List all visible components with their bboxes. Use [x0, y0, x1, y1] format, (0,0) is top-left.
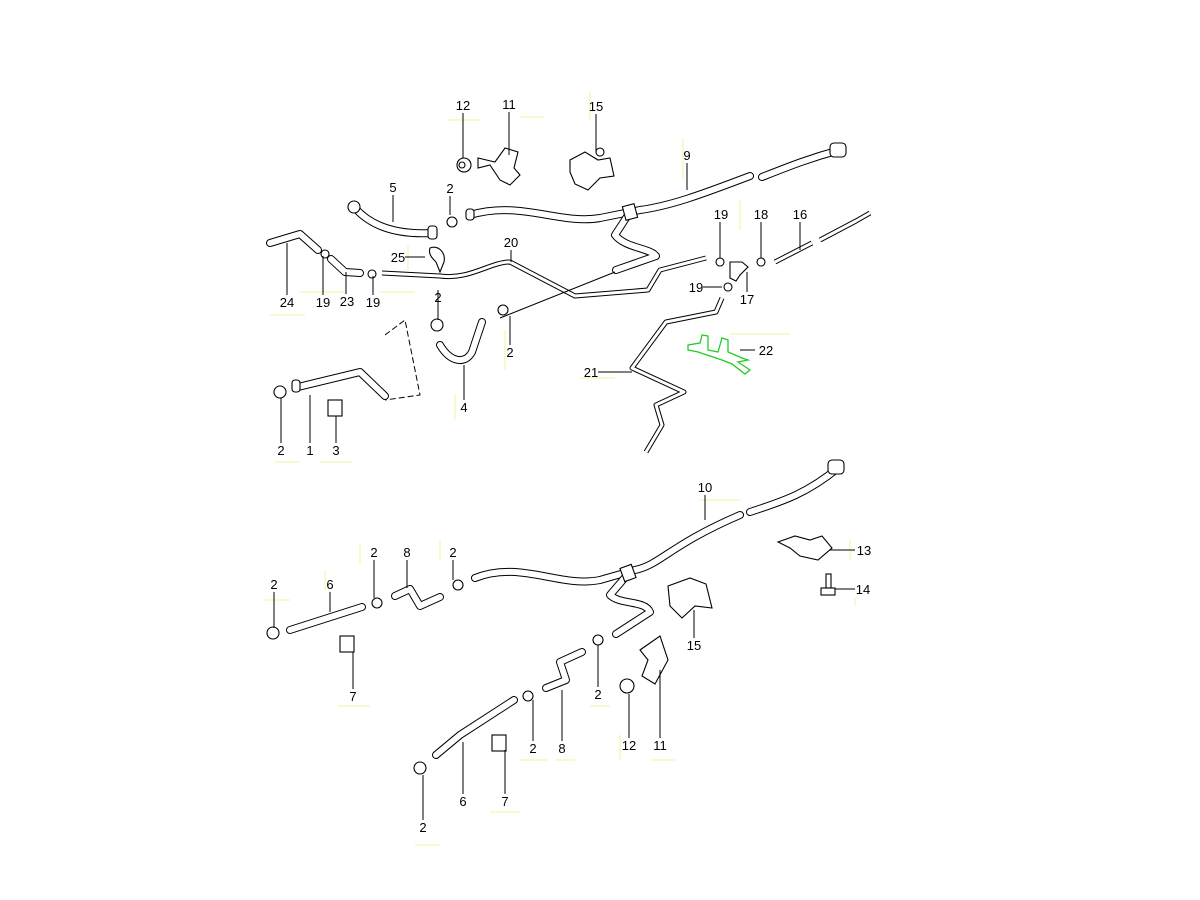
bolt-14[interactable]	[820, 573, 836, 596]
callout-11[interactable]: 11	[653, 738, 667, 753]
callout-19[interactable]: 19	[714, 207, 728, 222]
callout-3[interactable]: 3	[332, 443, 339, 458]
bracket-11-top[interactable]	[477, 147, 521, 186]
callout-labels: 12 11 15 9 5 2 19 18 16 20 25 24 19 23 1…	[270, 97, 871, 835]
callout-15[interactable]: 15	[589, 99, 603, 114]
bracket-22[interactable]	[687, 334, 752, 375]
callout-4[interactable]: 4	[460, 400, 467, 415]
callout-2[interactable]: 2	[370, 545, 377, 560]
callout-2[interactable]: 2	[594, 687, 601, 702]
hose-5[interactable]	[347, 200, 438, 240]
clips-bottom[interactable]	[339, 579, 604, 775]
bracket-15-bottom[interactable]	[667, 577, 713, 619]
hose-6-bottom[interactable]	[432, 696, 518, 759]
grommet-12-bottom[interactable]	[619, 678, 635, 694]
callout-2[interactable]: 2	[270, 577, 277, 592]
callout-8[interactable]: 8	[403, 545, 410, 560]
callout-15[interactable]: 15	[687, 638, 701, 653]
callout-2[interactable]: 2	[449, 545, 456, 560]
callout-2[interactable]: 2	[434, 290, 441, 305]
callout-2[interactable]: 2	[506, 345, 513, 360]
hose-23[interactable]	[327, 255, 364, 277]
hose-8-top[interactable]	[391, 585, 444, 610]
clips-top[interactable]	[320, 216, 766, 316]
leader-lines	[273, 112, 855, 820]
callout-19[interactable]: 19	[366, 295, 380, 310]
hose-6-left[interactable]	[266, 603, 366, 640]
callout-5[interactable]: 5	[389, 180, 396, 195]
hose-9[interactable]	[465, 142, 847, 274]
callout-18[interactable]: 18	[754, 207, 768, 222]
callout-21[interactable]: 21	[584, 365, 598, 380]
callout-23[interactable]: 23	[340, 294, 354, 309]
callout-2[interactable]: 2	[277, 443, 284, 458]
callout-6[interactable]: 6	[326, 577, 333, 592]
callout-1[interactable]: 1	[306, 443, 313, 458]
callout-12[interactable]: 12	[622, 738, 636, 753]
hose-24[interactable]	[266, 230, 322, 254]
callout-2[interactable]: 2	[446, 181, 453, 196]
clip-25[interactable]	[428, 246, 445, 274]
callout-14[interactable]: 14	[856, 582, 870, 597]
callout-7[interactable]: 7	[501, 794, 508, 809]
bracket-13[interactable]	[776, 535, 833, 561]
callout-9[interactable]: 9	[683, 148, 690, 163]
callout-2[interactable]: 2	[529, 741, 536, 756]
callout-19[interactable]: 19	[689, 280, 703, 295]
callout-12[interactable]: 12	[456, 98, 470, 113]
hose-10[interactable]	[471, 459, 845, 638]
bracket-15-top[interactable]	[569, 147, 615, 191]
callout-19[interactable]: 19	[316, 295, 330, 310]
connector-17[interactable]	[729, 261, 749, 282]
grommet-12-top[interactable]	[456, 157, 472, 173]
callout-16[interactable]: 16	[793, 207, 807, 222]
callout-6[interactable]: 6	[459, 794, 466, 809]
callout-8[interactable]: 8	[558, 741, 565, 756]
bracket-11-bottom[interactable]	[639, 635, 669, 685]
callout-17[interactable]: 17	[740, 292, 754, 307]
hose-8-bottom[interactable]	[542, 648, 586, 692]
callout-11[interactable]: 11	[502, 97, 516, 112]
callout-22[interactable]: 22	[759, 343, 773, 358]
callout-10[interactable]: 10	[698, 480, 712, 495]
callout-13[interactable]: 13	[857, 543, 871, 558]
hose-1[interactable]	[273, 319, 421, 417]
callout-20[interactable]: 20	[504, 235, 518, 250]
hose-4[interactable]	[430, 318, 486, 364]
hose-16[interactable]	[773, 210, 872, 265]
callout-7[interactable]: 7	[349, 689, 356, 704]
callout-24[interactable]: 24	[280, 295, 294, 310]
callout-25[interactable]: 25	[391, 250, 405, 265]
pipe-20[interactable]	[381, 255, 707, 319]
callout-2[interactable]: 2	[419, 820, 426, 835]
pipe-21[interactable]	[629, 297, 725, 454]
